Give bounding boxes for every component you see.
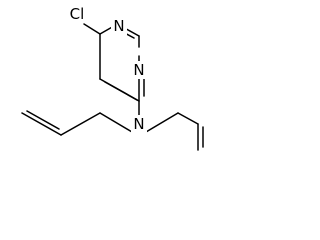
bond-n-left-ch2 <box>99 112 133 133</box>
amine-nitrogen-label: N <box>133 115 144 133</box>
bond-right-ch2-ch <box>177 112 199 125</box>
bond-left-ch2-ch <box>60 112 101 136</box>
chlorine-label: Cl <box>70 5 85 23</box>
ring-nitrogen-top-label: N <box>113 17 124 35</box>
ring-nitrogen-bottom-label: N <box>133 61 144 79</box>
bond-n-right-ch2 <box>145 112 179 133</box>
bond-left-ch-ch2-inner <box>26 110 60 130</box>
bond-left-ch-ch2 <box>21 112 62 136</box>
atom-nitrogen-amine: N <box>131 115 147 133</box>
molecule-structure: Cl N N N <box>21 5 204 151</box>
atom-nitrogen-ring-top: N <box>111 17 127 35</box>
atom-chlorine: Cl <box>66 5 88 23</box>
bond-c5-c4-inner <box>104 81 138 101</box>
atom-nitrogen-ring-bottom: N <box>131 61 147 79</box>
bond-c6-cl <box>83 23 101 35</box>
